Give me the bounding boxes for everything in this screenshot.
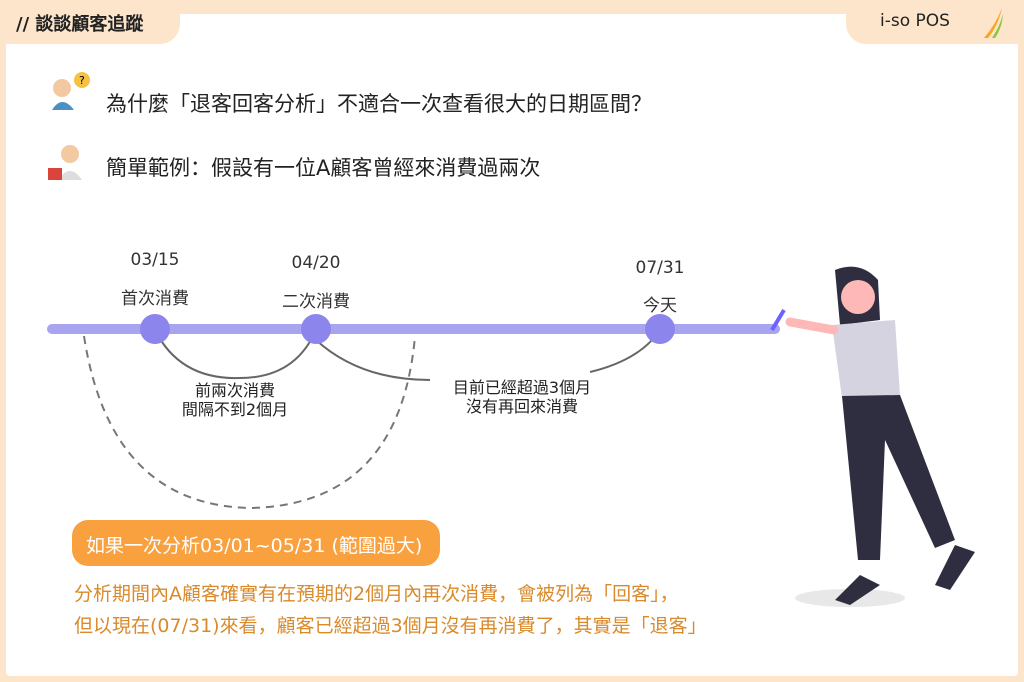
- event-dot: [301, 314, 331, 344]
- event-date: 07/31: [635, 258, 685, 278]
- brand-logo: i-so POS: [846, 0, 1024, 44]
- confused-person-icon: ?: [52, 72, 90, 110]
- event-label: 今天: [643, 296, 677, 316]
- svg-text:?: ?: [79, 74, 85, 87]
- event-dot: [140, 314, 170, 344]
- event-dot: [645, 314, 675, 344]
- absence-note: 目前已經超過3個月沒有再回來消費: [430, 378, 614, 416]
- woman-illustration: [770, 266, 975, 607]
- explanation-text: 分析期間內A顧客確實有在預期的2個月內再次消費，會被列為「回客」，但以現在(07…: [74, 583, 707, 637]
- section-title: // 談談顧客追蹤: [0, 0, 180, 44]
- event-label: 首次消費: [121, 289, 189, 309]
- connector: [154, 329, 317, 380]
- event-label: 二次消費: [282, 292, 350, 312]
- range-arc: [83, 335, 416, 510]
- example-text: 簡單範例：假設有一位A顧客曾經來消費過兩次: [106, 156, 541, 180]
- event-date: 04/20: [291, 253, 341, 273]
- teacher-icon: [48, 145, 82, 180]
- brand-name: i-so POS: [880, 11, 950, 31]
- range-warning-pill: 如果一次分析03/01~05/31 (範圍過大): [72, 520, 440, 566]
- connector: [315, 339, 431, 381]
- question-text: 為什麼「退客回客分析」不適合一次查看很大的日期區間？: [106, 92, 652, 116]
- event-date: 03/15: [130, 250, 180, 270]
- brand-swoosh-icon: [984, 8, 1003, 38]
- gap-note: 前兩次消費間隔不到2個月: [168, 381, 302, 419]
